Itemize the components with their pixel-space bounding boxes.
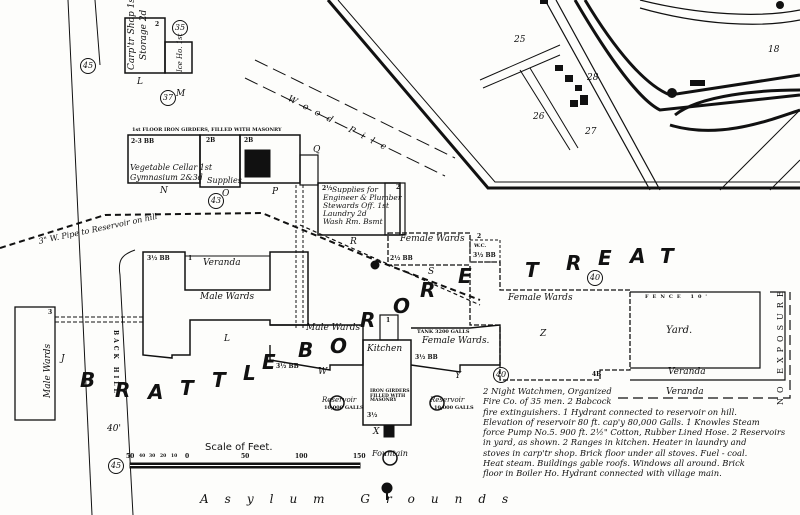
label-tank: TANK 3200 GALLS [417,329,470,335]
stories: 2 [155,21,160,28]
label-veranda: Veranda [666,387,704,397]
label-female-wards: Female Wards [400,234,465,244]
stories: 2B [244,137,254,144]
stories: 3½ [367,412,378,419]
bldg-letter-j: J [61,354,65,364]
bldg-letter-l: L [224,334,230,344]
stories: 2½ BB [390,255,413,262]
sheet-number: 40 [493,367,509,383]
sheet-number: 43 [208,193,224,209]
sheet-number: 45 [108,458,124,474]
bldg-letter-s: S [428,267,435,277]
note-line: fire extinguishers. 1 Hydrant connected … [483,406,737,417]
label-reservoir-capacity: 10,000 GALLS [434,405,474,411]
label-storage: Storage 2d [139,9,149,60]
scale-tick: 30 [149,454,156,459]
bldg-letter-w: W [318,367,328,377]
label-female-wards: Female Wards [508,293,573,303]
block-number: 27 [585,127,597,137]
label-fountain: Fountain [372,449,408,458]
fire-protection-notes: 2 Night Watchmen, Organized Fire Co. of … [483,386,786,479]
label-reservoir-capacity: 10,000 GALLS [324,405,364,411]
block-number: 25 [514,35,526,45]
bldg-letter-z: Z [540,329,547,339]
label-ice-house: Ice Ho. 1st [176,33,184,72]
label-r-line1: Supplies for [332,185,378,194]
scale-tick: 150 [353,453,366,460]
label-veranda: Veranda [203,258,241,268]
bldg-letter-m: M [176,89,186,99]
note-line: stoves in carp'tr shop. Brick floor unde… [483,447,748,458]
stories: 3½ BB [415,354,438,361]
scale-tick: 50 [126,453,135,460]
stories: 1 [386,317,391,324]
sheet-number: 35 [172,20,188,36]
bldg-letter-n: N [160,186,168,196]
stories: 1 [188,255,193,262]
bldg-letter-x: X [373,427,380,437]
label-male-wards: Male Wards [306,323,361,333]
note-line: Fire Co. of 35 men. 2 Babcock [483,396,612,407]
bldg-letter-r: R [350,237,357,247]
label-reservoir: Reservoir [430,396,465,404]
label-carpenter-shop: Carp'tr Shop 1st [127,0,137,70]
label-kitchen: Kitchen [367,344,403,354]
bldg-letter-o: O [222,189,230,199]
label-asylum-grounds: Asylum Grounds [200,492,525,506]
block-number: 18 [768,45,780,55]
bldg-letter-q: Q [313,145,321,155]
label-gymnasium: Gymnasium 2&3d [130,173,203,182]
label-fence: FENCE 10' [645,294,711,300]
note-line: floor in Boiler Ho. Hydrant connected wi… [483,468,722,479]
label-iron-girders: 1st FLOOR IRON GIRDERS, FILLED WITH MASO… [132,127,282,133]
label-yard: Yard. [666,325,693,336]
scale-tick: 10 [171,454,178,459]
label-back-hill: BACK HILL [112,330,119,396]
note-line: 2 Night Watchmen, Organized [483,386,612,396]
scale-tick: 100 [295,453,308,460]
scale-tick: 20 [160,454,167,459]
label-wc: W.C. [474,243,487,249]
label-male-wards: Male Wards [200,292,255,302]
stories: 3½ BB [473,252,496,259]
scale-label: Scale of Feet. [205,442,273,453]
sheet-number: 40 [587,270,603,286]
note-line: in yard, as shown. 2 Ranges in kitchen. … [483,437,747,448]
stories: 2 [477,233,482,240]
note-line: Heat steam. Buildings gable roofs. Windo… [483,458,745,469]
bldg-letter-p: P [272,187,279,197]
dimension-label: 40' [107,424,121,434]
block-number: 28 [587,73,599,83]
block-number: 26 [533,112,545,122]
stories: 2B [206,137,216,144]
stories: 2-3 BB [131,138,155,145]
label-r-line3: Stewards Off. 1st [323,201,389,210]
note-line: Elevation of reservoir 80 ft. cap'y 80,0… [483,416,760,427]
bldg-letter-y: Y [455,371,461,381]
label-r-line4: Laundry 2d [323,209,367,218]
scale-tick: 50 [241,453,250,460]
sheet-number: 45 [80,58,96,74]
note-line: force Pump No.5. 900 ft. 2½" Cotton, Rub… [483,427,786,438]
label-iron-girders: IRON GIRDERS FILLED WITH MASONRY [370,389,410,403]
stories: 3½ BB [147,255,170,262]
label-female-wards: Female Wards. [422,336,490,346]
stories: 2 [396,184,401,191]
stories: 4B [592,371,602,378]
scale-tick: 0 [185,453,190,460]
scale-tick: 40 [139,454,146,459]
stories: 3 [48,309,53,316]
label-vegetable-cellar: Vegetable Cellar 1st [130,163,213,172]
bldg-letter-l: L [137,77,143,87]
label-r-line2: Engineer & Plumber [323,193,402,202]
label-veranda: Veranda [668,367,706,377]
label-r-line5: Wash Rm. Bsmt [323,217,383,226]
stories: 2½ [322,185,333,192]
label-reservoir: Reservoir [322,396,357,404]
label-supplies: Supplies [207,176,242,185]
stories: 3½ BB [276,363,299,370]
sheet-number: 37 [160,90,176,106]
label-male-wards: Male Wards [43,343,53,398]
